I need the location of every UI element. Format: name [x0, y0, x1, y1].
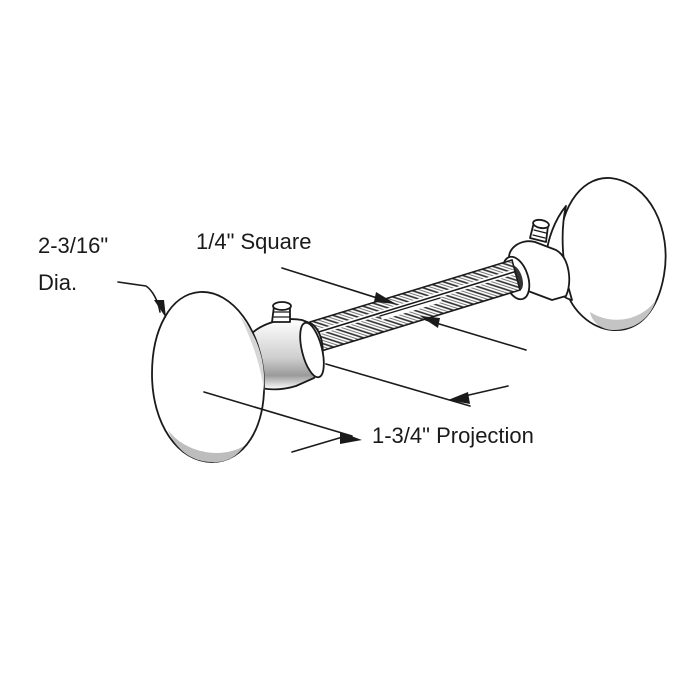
far-set-screw-icon: [529, 218, 550, 243]
square-leader: [281, 267, 527, 351]
near-set-screw-icon: [271, 301, 292, 323]
far-knob: [545, 177, 667, 331]
diameter-label-line2: Dia.: [38, 270, 77, 295]
spindle: [309, 258, 521, 354]
square-label: 1/4" Square: [196, 229, 311, 254]
diameter-label-line1: 2-3/16": [38, 233, 108, 258]
near-knob: [151, 291, 265, 463]
projection-label: 1-3/4" Projection: [372, 423, 534, 448]
projection-dimension: [203, 363, 509, 453]
diameter-leader: [117, 281, 166, 318]
